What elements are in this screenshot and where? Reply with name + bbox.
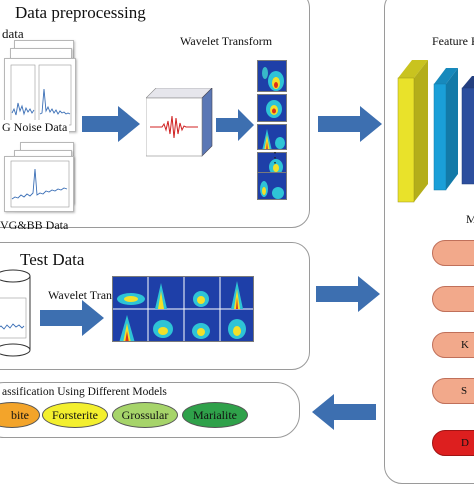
class-forsterite-label: Forsterite bbox=[52, 407, 98, 422]
model-pill-5-label: D bbox=[461, 437, 469, 449]
arrow-right-3 bbox=[318, 106, 382, 142]
scalogram-3 bbox=[257, 124, 287, 150]
class-forsterite: Forsterite bbox=[42, 402, 108, 428]
feature-title: Feature E bbox=[432, 34, 474, 48]
model-pill-1 bbox=[432, 240, 474, 266]
models-label: M bbox=[466, 212, 474, 226]
noise-data-label: G Noise Data bbox=[0, 120, 70, 135]
wgbb-plot-front bbox=[4, 156, 74, 212]
model-pill-4-label: S bbox=[461, 385, 468, 397]
wavelet-cube bbox=[146, 88, 213, 157]
ellipsis-icon: ⋮ bbox=[268, 151, 282, 166]
wgbb-data-label: VG&BB Data bbox=[0, 218, 69, 232]
test-title: Test Data bbox=[20, 250, 85, 269]
model-pill-2 bbox=[432, 286, 474, 312]
test-scalogram-strip bbox=[112, 276, 254, 342]
class-marialite: Marialite bbox=[182, 402, 248, 428]
model-pill-3: K bbox=[432, 332, 474, 358]
scalogram-5 bbox=[257, 172, 287, 200]
model-pill-4: S bbox=[432, 378, 474, 404]
feature-layers bbox=[397, 60, 474, 203]
class-grossular: Grossular bbox=[112, 402, 178, 428]
class-albite-label: bite bbox=[11, 407, 29, 422]
class-grossular-label: Grossular bbox=[121, 407, 169, 422]
scalogram-2 bbox=[257, 94, 287, 122]
arrow-left-6 bbox=[312, 394, 376, 430]
arrow-right-5 bbox=[316, 276, 380, 312]
model-pill-3-label: K bbox=[461, 339, 469, 351]
preprocessing-title: Data preprocessing bbox=[15, 3, 146, 22]
classification-title: assification Using Different Models bbox=[2, 386, 167, 398]
arrow-right-2 bbox=[216, 109, 254, 141]
raw-data-label: data bbox=[2, 26, 24, 41]
scalogram-1 bbox=[257, 60, 287, 92]
arrow-right-4 bbox=[40, 300, 104, 336]
scalogram-4 bbox=[257, 152, 287, 176]
class-marialite-label: Marialite bbox=[193, 407, 237, 422]
wgbb-signal-graph bbox=[10, 160, 70, 208]
model-pill-5: D bbox=[432, 430, 474, 456]
wavelet-transform-label: Wavelet Transform bbox=[180, 34, 273, 48]
test-data-cylinder bbox=[0, 269, 31, 357]
arrow-right-1 bbox=[82, 106, 140, 142]
noise-plot-front bbox=[4, 58, 76, 132]
